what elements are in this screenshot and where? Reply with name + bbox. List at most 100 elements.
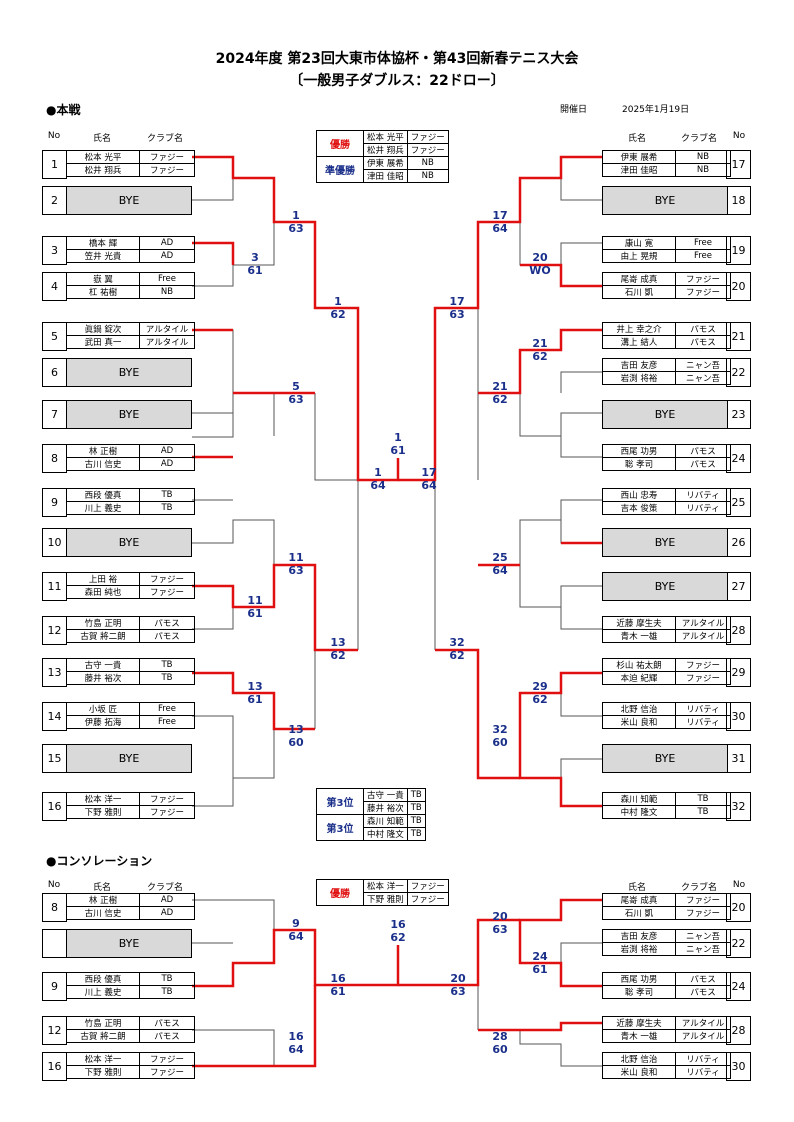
club-name: ニャン吾	[675, 929, 731, 943]
result-score: 62	[532, 350, 548, 363]
result-score: 63	[492, 923, 508, 936]
main-left-entry-no: 9	[42, 488, 67, 517]
main-right-pair: 西山 忠寿リバティ吉本 俊策リバティ	[602, 488, 731, 515]
player-name: 古賀 將二朗	[66, 1029, 140, 1043]
club-name: ニャン吾	[675, 942, 731, 956]
club-name: TB	[139, 671, 195, 685]
third-club-1: TB	[406, 788, 426, 802]
result-score: 61	[532, 963, 548, 976]
main-left-entry-no: 12	[42, 616, 67, 645]
club-name: Free	[139, 272, 195, 286]
result-winner-no: 17	[449, 295, 465, 308]
cons-left-entry-no: 9	[42, 972, 67, 1001]
player-name: 近藤 摩生夫	[602, 1016, 676, 1030]
player-name: 松本 洋一	[66, 792, 140, 806]
winner-name-1: 松本 光平	[363, 130, 408, 144]
runnerup-name-1: 伊東 展希	[363, 156, 408, 170]
result-score: 64	[288, 1043, 304, 1056]
player-name: 聡 孝司	[602, 457, 676, 471]
main-left-entry-no: 1	[42, 150, 67, 179]
player-name: 藤井 裕次	[66, 671, 140, 685]
winner-club-2: ファジー	[406, 143, 449, 157]
third-name-2: 藤井 裕次	[363, 801, 408, 815]
player-name: 石川 凱	[602, 285, 676, 299]
club-name: NB	[675, 150, 731, 164]
club-name: ファジー	[675, 658, 731, 672]
result-winner-no: 5	[292, 380, 300, 393]
main-right-entry-no: 23	[726, 400, 751, 429]
cons-header-club-right: クラブ名	[680, 883, 717, 893]
player-name: 笠井 光貴	[66, 249, 140, 263]
result-winner-no: 16	[330, 972, 346, 985]
player-name: 本迫 紀輝	[602, 671, 676, 685]
player-name: 古川 信史	[66, 457, 140, 471]
main-left-entry-no: 14	[42, 702, 67, 731]
player-name: 青木 一雄	[602, 1029, 676, 1043]
club-name: パモス	[675, 972, 731, 986]
result-score: 63	[288, 393, 304, 406]
result-score: 64	[370, 479, 386, 492]
winner-club-1: ファジー	[406, 130, 449, 144]
club-name: AD	[139, 236, 195, 250]
main-right-pair: 杉山 祐太朗ファジー本迫 紀輝ファジー	[602, 658, 731, 685]
club-name: NB	[675, 163, 731, 177]
club-name: AD	[139, 906, 195, 920]
main-right-entry-no: 26	[726, 528, 751, 557]
result-winner-no: 11	[288, 551, 304, 564]
player-name: 杠 祐樹	[66, 285, 140, 299]
result-score: 64	[492, 222, 508, 235]
result-score: 62	[532, 693, 548, 706]
club-name: パモス	[139, 629, 195, 643]
third-club-3: TB	[406, 814, 426, 828]
cons-winner-table: 優勝 松本 洋一 ファジー 下野 雅則 ファジー	[316, 879, 449, 906]
third-club-4: TB	[406, 827, 426, 841]
result-winner-no: 21	[492, 380, 508, 393]
player-name: 尾嵜 成真	[602, 272, 676, 286]
main-right-pair: 北野 信治リバティ米山 良和リバティ	[602, 702, 731, 729]
player-name: 林 正樹	[66, 893, 140, 907]
club-name: アルタイル	[675, 1029, 731, 1043]
player-name: 吉田 友彦	[602, 929, 676, 943]
result-winner-no: 20	[532, 251, 548, 264]
main-left-entry-no: 4	[42, 272, 67, 301]
cons-left-bye-slot: BYE	[66, 929, 192, 958]
player-name: 近藤 摩生夫	[602, 616, 676, 630]
result-score: 63	[288, 564, 304, 577]
cons-header-name-left: 氏名	[92, 883, 111, 893]
result-score: 61	[330, 985, 346, 998]
main-left-bye-slot: BYE	[66, 744, 192, 773]
club-name: アルタイル	[139, 322, 195, 336]
winner-table: 優勝 松本 光平 ファジー 松井 翔兵 ファジー 準優勝 伊東 展希 NB 津田…	[316, 130, 449, 183]
main-right-entry-no: 31	[726, 744, 751, 773]
club-name: ファジー	[139, 1052, 195, 1066]
result-score: 64	[288, 930, 304, 943]
runnerup-club-2: NB	[406, 169, 449, 183]
result-score: 63	[450, 985, 466, 998]
result-winner-no: 1	[292, 209, 300, 222]
cons-left-entry-no: 16	[42, 1052, 67, 1081]
club-name: TB	[675, 792, 731, 806]
result-winner-no: 1	[374, 466, 382, 479]
runnerup-label: 準優勝	[316, 156, 364, 183]
result-winner-no: 16	[390, 918, 406, 931]
result-score: 64	[492, 564, 508, 577]
player-name: 竹島 正明	[66, 616, 140, 630]
result-winner-no: 32	[449, 636, 465, 649]
cons-header-no-left: No	[47, 880, 61, 890]
main-right-pair: 吉田 友彦ニャン吾岩渕 将裕ニャン吾	[602, 358, 731, 385]
cons-right-pair: 北野 信治リバティ米山 良和リバティ	[602, 1052, 731, 1079]
